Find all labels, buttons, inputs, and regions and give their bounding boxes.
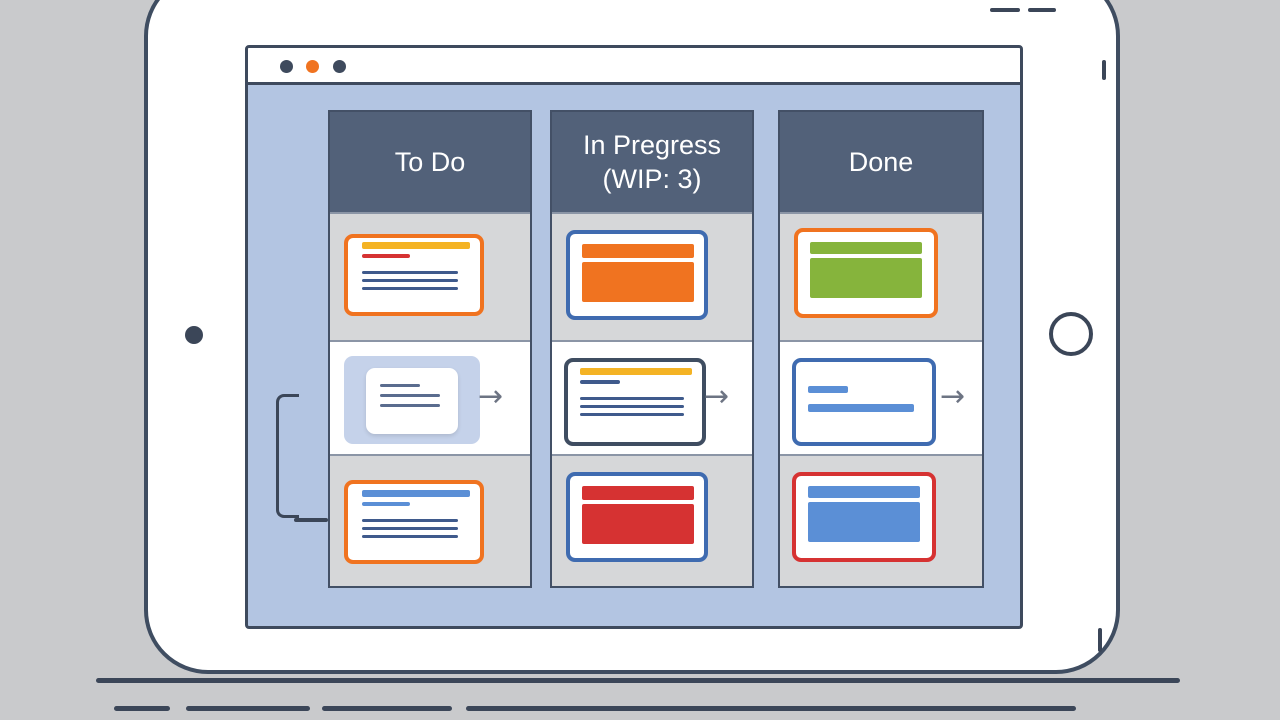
tablet-camera-dot — [185, 326, 203, 344]
card-text-line — [380, 404, 440, 407]
column-row: → — [552, 340, 752, 454]
column-row: → — [330, 340, 530, 454]
card-text-line — [580, 405, 684, 408]
card-text-line — [362, 527, 458, 530]
card-title-bar — [580, 368, 692, 375]
window-control-dot[interactable] — [333, 60, 346, 73]
card-title-bar — [582, 244, 694, 258]
card-text-line — [362, 271, 458, 274]
tablet-accent-line — [990, 8, 1020, 12]
task-card[interactable] — [564, 358, 706, 446]
card-text-line — [580, 413, 684, 416]
card-label-bar — [580, 380, 620, 384]
arrow-right-icon: → — [478, 379, 504, 414]
floor-line — [96, 678, 1180, 683]
card-text-line — [580, 397, 684, 400]
card-title-bar — [362, 490, 470, 497]
card-label-bar — [362, 254, 410, 258]
floor-line — [322, 706, 452, 711]
tablet-accent-line — [1028, 8, 1056, 12]
task-card-dragging[interactable] — [344, 356, 480, 444]
card-title-bar — [808, 486, 920, 498]
card-text-line — [380, 394, 440, 397]
task-card[interactable] — [344, 234, 484, 316]
browser-title-bar — [248, 48, 1020, 85]
task-card[interactable] — [794, 228, 938, 318]
column-header: To Do — [330, 112, 530, 212]
tablet-accent-line — [1102, 60, 1106, 80]
kanban-board: To Do → — [328, 110, 988, 590]
floor-line — [186, 706, 310, 711]
column-header: Done — [780, 112, 982, 212]
column-header: In Pregress (WIP: 3) — [552, 112, 752, 212]
task-card[interactable] — [566, 472, 708, 562]
column-row — [330, 212, 530, 340]
card-title-bar — [362, 242, 470, 249]
column-row — [780, 454, 982, 586]
card-label-bar — [362, 502, 410, 506]
task-card[interactable] — [344, 480, 484, 564]
arrow-right-icon: → — [940, 379, 966, 414]
browser-window: To Do → — [245, 45, 1023, 629]
column-row: → — [780, 340, 982, 454]
card-label-bar — [808, 386, 848, 393]
card-move-connector — [276, 394, 299, 518]
card-body-block — [810, 258, 922, 298]
column-to-do: To Do → — [328, 110, 532, 588]
window-control-dot[interactable] — [280, 60, 293, 73]
column-row — [330, 454, 530, 586]
home-button[interactable] — [1049, 312, 1093, 356]
card-title-bar — [810, 242, 922, 254]
card-text-line — [362, 279, 458, 282]
card-text-line — [808, 404, 914, 412]
task-card[interactable] — [366, 368, 458, 434]
arrow-right-icon: → — [704, 379, 730, 414]
floor-line — [466, 706, 1076, 711]
card-body-block — [808, 502, 920, 542]
card-text-line — [362, 287, 458, 290]
card-body-block — [582, 504, 694, 544]
column-done: Done → — [778, 110, 984, 588]
column-row — [780, 212, 982, 340]
tablet-accent-line — [1098, 628, 1102, 652]
window-control-dot[interactable] — [306, 60, 319, 73]
card-text-line — [380, 384, 420, 387]
card-body-block — [582, 262, 694, 302]
column-in-progress: In Pregress (WIP: 3) → — [550, 110, 754, 588]
task-card[interactable] — [792, 358, 936, 446]
card-text-line — [362, 519, 458, 522]
card-title-bar — [582, 486, 694, 500]
floor-line — [114, 706, 170, 711]
column-row — [552, 454, 752, 586]
task-card[interactable] — [566, 230, 708, 320]
task-card[interactable] — [792, 472, 936, 562]
card-text-line — [362, 535, 458, 538]
column-row — [552, 212, 752, 340]
connector-tail — [294, 518, 328, 522]
